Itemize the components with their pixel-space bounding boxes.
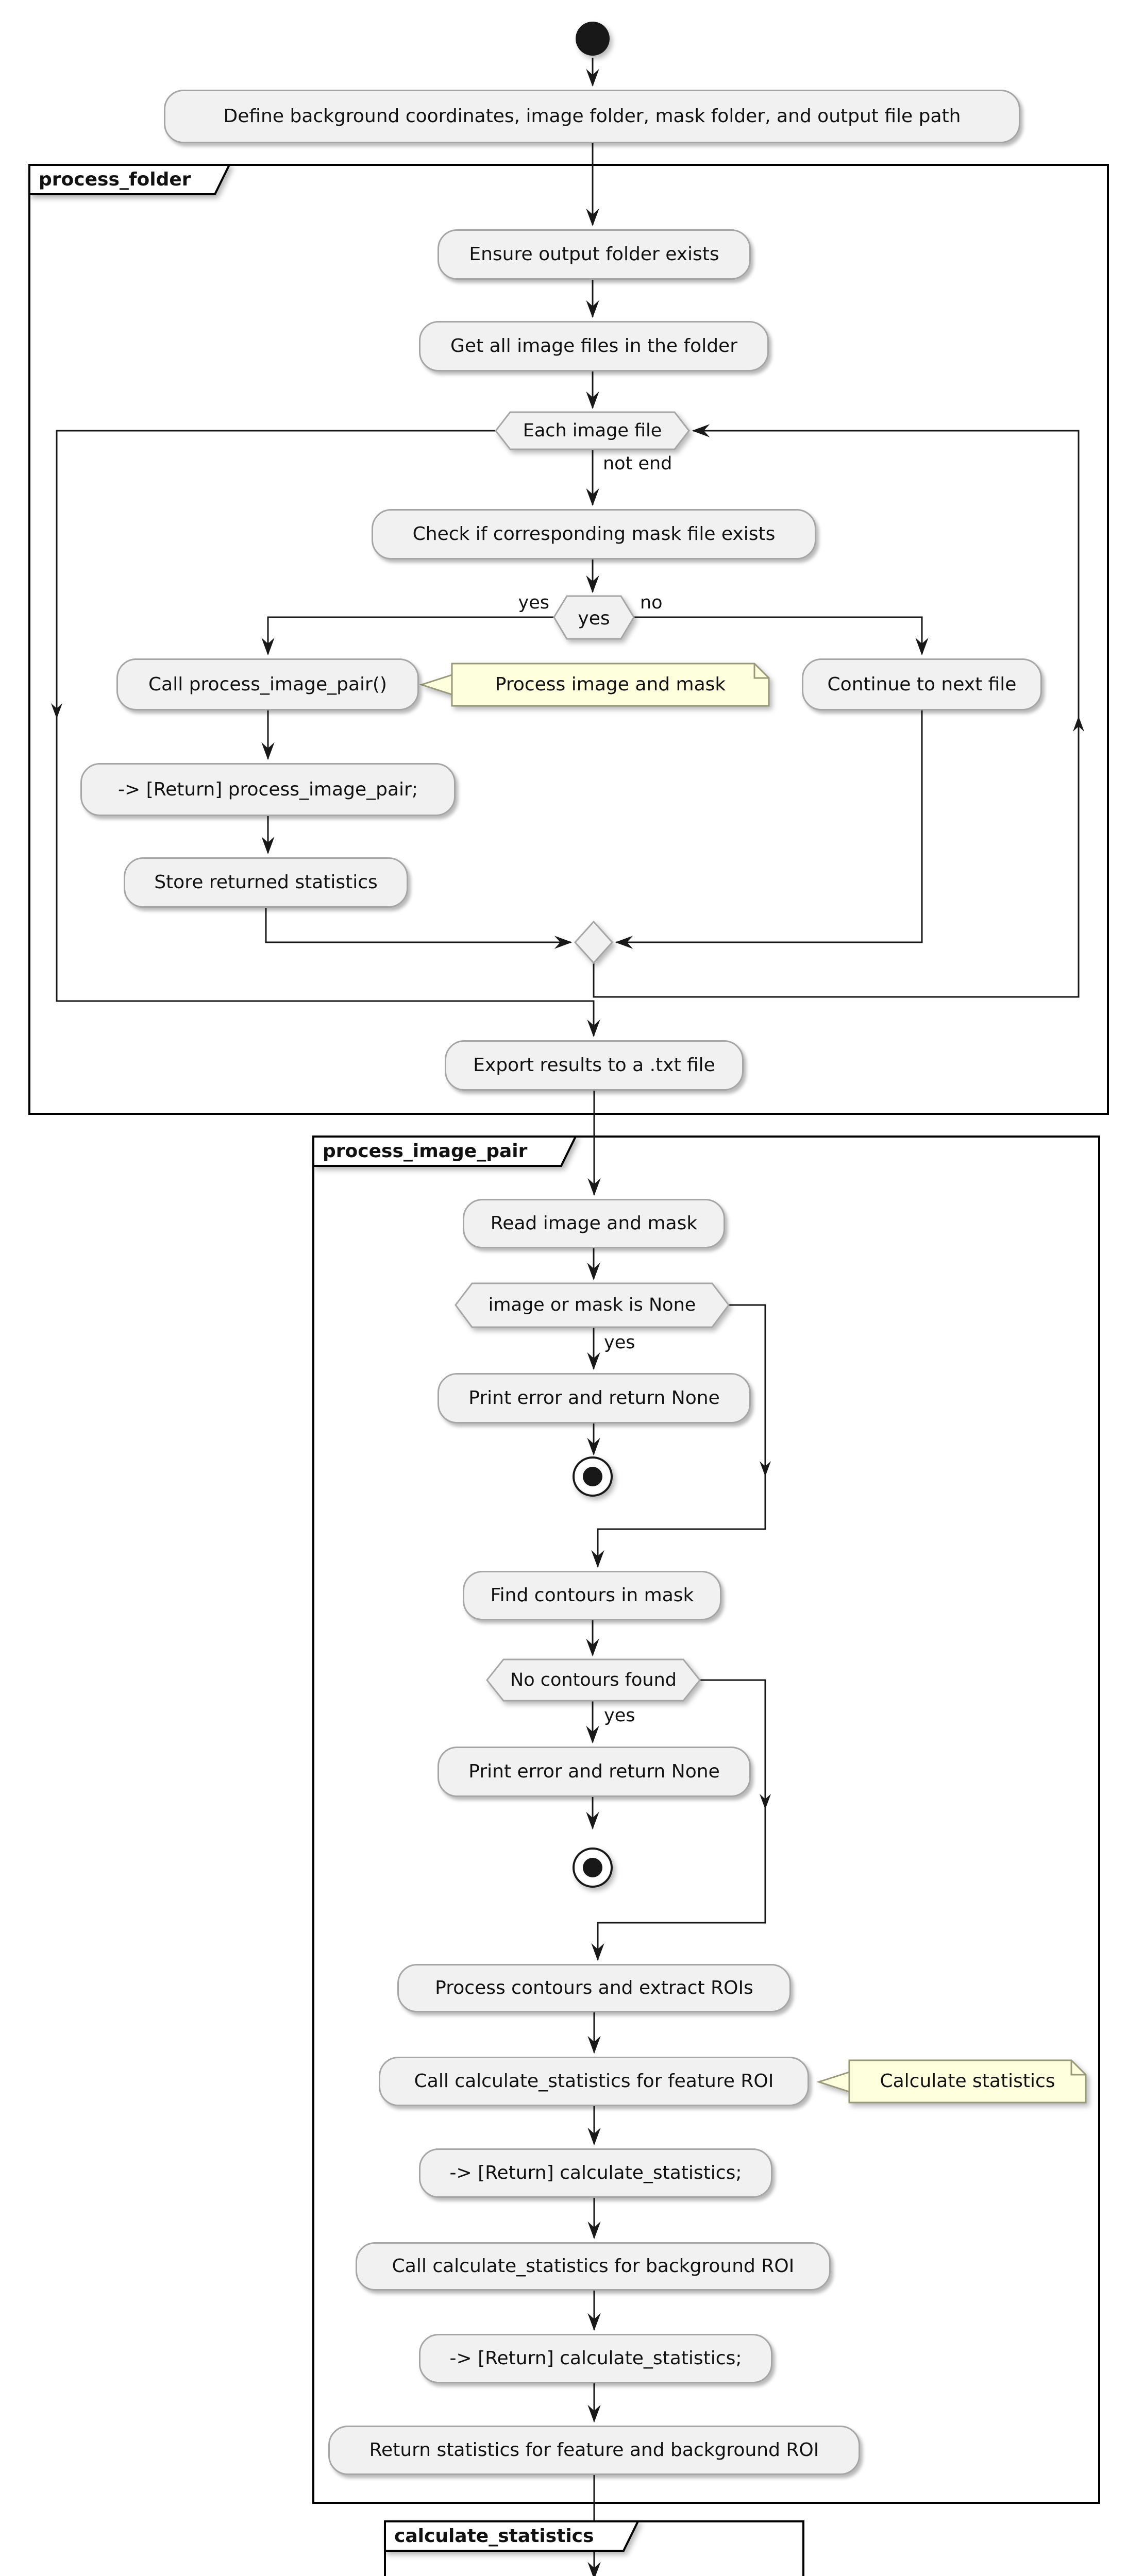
edge-label-no-right: no [640, 592, 663, 613]
activity-return-process-image-pair: -> [Return] process_image_pair; [80, 763, 456, 816]
merge-diamond [574, 920, 614, 964]
partition-process-image-pair-frame [312, 1136, 1100, 2504]
loop-hexagon-each-image-file [495, 411, 690, 450]
activity-export-results: Export results to a .txt file [445, 1040, 744, 1091]
activity-process-contours: Process contours and extract ROIs [397, 1964, 791, 2012]
partition-label-process-folder: process_folder [39, 168, 191, 190]
partition-label-calculate-statistics: calculate_statistics [394, 2525, 594, 2547]
activity-check-mask-exists: Check if corresponding mask file exists [372, 509, 816, 560]
partition-tab-process-image-pair [312, 1136, 578, 1167]
partition-tabs [28, 164, 640, 2552]
edge-label-yes-no-contours: yes [604, 1705, 635, 1726]
activity-return-calc-2: -> [Return] calculate_statistics; [419, 2334, 772, 2383]
partition-label-process-image-pair: process_image_pair [323, 1140, 528, 1162]
decision-hexagon-no-contours [486, 1658, 701, 1702]
start-node [576, 22, 610, 56]
note-calculate-statistics [848, 2059, 1087, 2104]
decision-hexagon-image-none [455, 1282, 730, 1328]
decision-hexagon-mask-exists [553, 595, 635, 640]
edge-label-yes-image-none: yes [604, 1332, 635, 1353]
activity-find-contours: Find contours in mask [463, 1571, 721, 1620]
note-pointer-2 [816, 2071, 850, 2093]
activity-store-returned-statistics: Store returned statistics [124, 857, 408, 908]
note-pointer-1 [419, 673, 453, 696]
loop-label-each-image-file: Each image file [523, 420, 662, 441]
partition-tab-calculate-statistics [384, 2520, 640, 2552]
edge-lines [56, 58, 1080, 2576]
activity-return-statistics: Return statistics for feature and backgr… [328, 2426, 860, 2475]
activity-return-calc-1: -> [Return] calculate_statistics; [419, 2148, 772, 2198]
partition-tab-process-folder [28, 164, 231, 195]
activity-print-error-2: Print error and return None [438, 1747, 751, 1797]
note-label-process-image-and-mask: Process image and mask [495, 674, 726, 695]
stop-node-1 [573, 1456, 613, 1497]
decision-label-yes: yes [578, 608, 610, 629]
decision-label-image-or-mask-none: image or mask is None [488, 1295, 696, 1315]
activity-ensure-output-folder: Ensure output folder exists [438, 229, 751, 280]
activity-get-all-image-files: Get all image files in the folder [419, 321, 769, 371]
activity-call-calc-background: Call calculate_statistics for background… [356, 2242, 831, 2291]
activity-call-process-image-pair: Call process_image_pair() [116, 658, 419, 710]
decision-label-no-contours: No contours found [510, 1669, 677, 1690]
mid-arrowheads [51, 703, 1084, 1809]
note-label-calculate-statistics: Calculate statistics [880, 2071, 1055, 2092]
edge-label-yes-left: yes [518, 592, 549, 613]
activity-read-image-and-mask: Read image and mask [463, 1199, 725, 1248]
activity-print-error-1: Print error and return None [438, 1373, 751, 1423]
edge-label-not-end: not end [603, 453, 672, 474]
activity-define: Define background coordinates, image fol… [164, 90, 1020, 143]
activity-call-calc-feature: Call calculate_statistics for feature RO… [379, 2057, 809, 2106]
note-process-image-and-mask [451, 663, 770, 707]
stop-node-2 [573, 1848, 613, 1888]
activity-continue-to-next-file: Continue to next file [802, 658, 1042, 710]
